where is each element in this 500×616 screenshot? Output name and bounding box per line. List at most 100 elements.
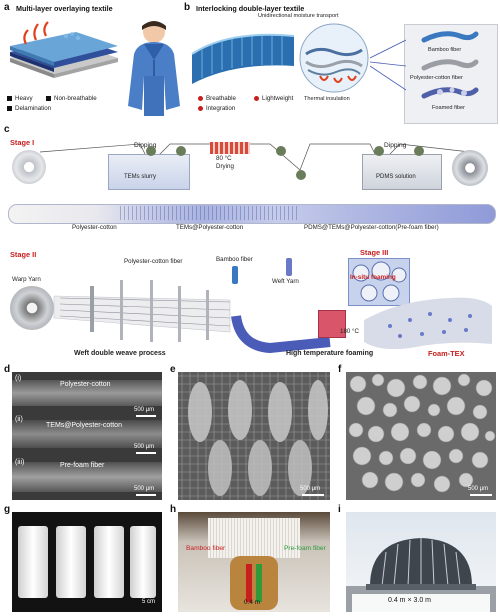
legend-square-icon (7, 96, 12, 101)
sem-row-3-roman: (iii) (15, 459, 25, 466)
photo-h-bamboo: Bamboo fiber (186, 545, 226, 552)
panel-b-letter: b (184, 2, 191, 13)
sem-panel-f (346, 372, 496, 500)
spool-right-icon (452, 150, 488, 186)
callout-moisture: Unidirectional moisture transport (258, 13, 339, 19)
dipping-1-label: Dipping (134, 142, 157, 149)
scale-bar (302, 494, 324, 496)
weft-yarn-label: Weft Yarn (272, 278, 299, 285)
sem-row-3-label: Pre-foam fiber (60, 462, 105, 469)
red-dot-icon (198, 96, 203, 101)
sem-fiber-3 (12, 462, 162, 492)
roller-icon (176, 146, 186, 156)
panel-f-letter: f (338, 364, 342, 375)
legend-square-icon (46, 96, 51, 101)
photo-i-size: 0.4 m × 3.0 m (388, 597, 431, 604)
feature-lightweight: Lightweight (262, 95, 294, 102)
foamed-fiber-icon (421, 87, 479, 99)
sem-row-2-roman: (ii) (15, 416, 23, 423)
fiber-stage-a-label: Polyester-cotton (72, 224, 117, 231)
foaming-process-label: High temperature foaming (286, 350, 374, 357)
panel-e-letter: e (170, 364, 176, 375)
fiber-stage-b-label: TEMs@Polyester-cotton (176, 224, 244, 231)
tems-texture (120, 206, 300, 220)
callout-thermal: Thermal insulation (304, 96, 350, 102)
bamboo-fiber-icon (421, 31, 479, 43)
bamboo-spool (246, 564, 252, 602)
legend-heavy: Heavy (15, 95, 33, 102)
sem-panel-e (178, 372, 330, 500)
panel-b-fabric-illustration (188, 14, 298, 94)
connector-lines (370, 39, 406, 91)
heater-icon (210, 142, 250, 154)
roller-icon (146, 146, 156, 156)
fiber-types-box (404, 24, 498, 124)
stage-1-label: Stage I (10, 138, 35, 147)
red-dot-icon (198, 106, 203, 111)
legend-delamination: Delamination (15, 105, 52, 112)
weft-bobbin-icon (286, 258, 292, 276)
roller-icon (296, 170, 306, 180)
sem-f-scale: 500 μm (468, 486, 489, 492)
shuttle (230, 556, 278, 610)
stage-3-label: Stage III (360, 248, 389, 257)
drying-temp: 80 °C (216, 155, 232, 162)
panel-d-letter: d (4, 364, 11, 375)
yarn-spool-4 (130, 526, 156, 598)
warp-yarn-label: Warp Yarn (12, 276, 41, 283)
panel-h-letter: h (170, 504, 177, 515)
woven-fabric (208, 518, 300, 558)
panel-i-letter: i (338, 504, 341, 515)
roller-icon (414, 146, 424, 156)
photo-loom (178, 512, 330, 612)
panel-c-letter: c (4, 124, 10, 135)
bamboo-fiber-label: Bamboo fiber (216, 256, 253, 263)
sem-panel-d (12, 372, 162, 500)
drying-label: Drying (216, 163, 234, 170)
photo-spools (12, 512, 162, 612)
photo-h-width: 0.4 m (244, 599, 260, 606)
sem-row-3-scale: 500 μm (134, 486, 155, 492)
sem-row-2-scale: 500 μm (134, 444, 155, 450)
fiber-cylinder (8, 204, 496, 224)
stage-2-label: Stage II (10, 250, 37, 259)
roller-icon (276, 146, 286, 156)
legend-non-breathable: Non-breathable (54, 95, 97, 102)
spool-left-icon (12, 150, 46, 184)
photo-h-prefoam: Pre-foam fiber (284, 545, 326, 552)
photo-g-scale: 5 cm (142, 599, 156, 605)
in-situ-foaming-inset (348, 258, 410, 306)
scale-bar (136, 415, 156, 417)
pdms-solution-label: PDMS solution (376, 174, 416, 180)
sem-row-1-label: Polyester-cotton (60, 381, 111, 388)
foam-tex-fabric (364, 297, 492, 350)
tems-slurry-bath (108, 154, 190, 190)
yarn-spool-2 (56, 526, 86, 598)
sem-row-1-scale: 500 μm (134, 407, 155, 413)
feature-breathable: Breathable (206, 95, 236, 102)
panel-a-title: Multi-layer overlaying textile (16, 4, 113, 13)
dipping-2-label: Dipping (384, 142, 407, 149)
red-dot-icon (254, 96, 259, 101)
weave-process-label: Weft double weave process (74, 350, 166, 357)
fiber-polyester-label: Polyester-cotton fiber (410, 75, 463, 81)
warp-beam-icon (10, 286, 54, 330)
tems-slurry-label: TEMs slurry (124, 174, 156, 180)
jacket-illustration (124, 14, 182, 118)
foam-tex-label: Foam-TEX (428, 349, 465, 358)
panel-a-illustration (6, 14, 124, 92)
roller-icon (374, 146, 384, 156)
sem-fiber-2 (12, 420, 162, 448)
pdms-bath (362, 154, 442, 190)
fiber-bamboo-label: Bamboo fiber (428, 47, 462, 53)
sem-row-1-roman: (i) (15, 375, 22, 382)
bamboo-bobbin-icon (232, 266, 238, 284)
sem-e-scale: 500 μm (300, 486, 321, 492)
yarn-spool-3 (94, 526, 124, 598)
sem-fiber-1 (12, 380, 162, 406)
prefoam-spool (256, 564, 262, 602)
panel-b-title: Interlocking double-layer textile (196, 4, 305, 13)
photo-building (346, 512, 496, 612)
scale-bar (136, 452, 156, 454)
foaming-temp: 180 °C (340, 328, 359, 335)
